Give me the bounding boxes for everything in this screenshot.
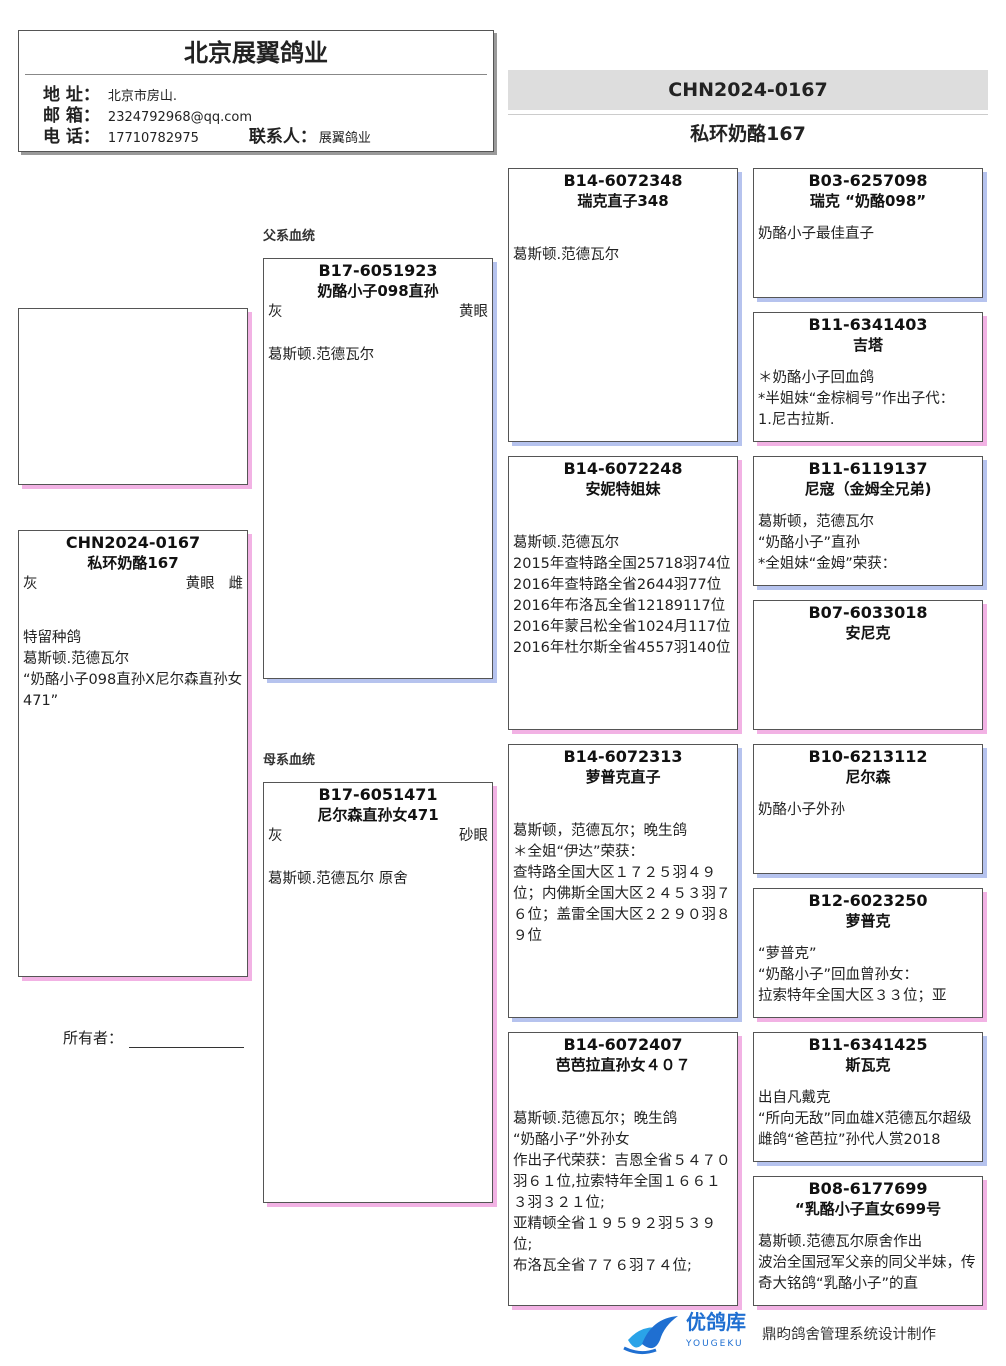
- dam-card: B17-6051471 尼尔森直孙女471 灰 砂眼 葛斯顿.范德瓦尔 原舍: [263, 782, 493, 1203]
- gp-ring: B14-6072248: [563, 459, 683, 478]
- dam-ring: B17-6051471: [318, 785, 438, 804]
- logo-en: YOUGEKU: [686, 1339, 744, 1349]
- sire-traits: 灰 黄眼: [264, 302, 492, 323]
- gp-note: 葛斯顿.范德瓦尔: [513, 247, 620, 263]
- ggp-note: 葛斯顿，范德瓦尔 “奶酪小子”直孙 *全姐妹“金姆”荣获：: [758, 514, 897, 572]
- address-label: 地 址：: [43, 85, 100, 105]
- subject-color: 灰: [23, 576, 38, 592]
- sire-name: 奶酪小子098直孙: [317, 282, 439, 300]
- great-grandparent-card: B11-6119137 尼寇（金姆全兄弟) 葛斯顿，范德瓦尔 “奶酪小子”直孙 …: [753, 456, 983, 586]
- granddam-maternal-card: B14-6072407 芭芭拉直孙女４０７ 葛斯顿.范德瓦尔；晚生鸽 “奶酪小子…: [508, 1032, 738, 1306]
- email-row: 邮 箱： 2324792968@qq.com: [43, 106, 252, 128]
- ggp-name: 瑞克 “奶酪098”: [809, 192, 927, 210]
- great-grandparent-card: B07-6033018 安尼克: [753, 600, 983, 730]
- great-grandparent-card: B10-6213112 尼尔森 奶酪小子外孙: [753, 744, 983, 874]
- subject-card: CHN2024-0167 私环奶酪167 灰 黄眼 雌 特留种鸽 葛斯顿.范德瓦…: [18, 530, 248, 977]
- ggp-ring: B12-6023250: [808, 891, 928, 910]
- granddam-paternal-card: B14-6072248 安妮特姐妹 葛斯顿.范德瓦尔 2015年查特路全国257…: [508, 456, 738, 730]
- grandsire-paternal-card: B14-6072348 瑞克直子348 葛斯顿.范德瓦尔: [508, 168, 738, 442]
- gp-ring: B14-6072313: [563, 747, 683, 766]
- subject-traits: 灰 黄眼 雌: [19, 574, 247, 595]
- logo-wordmark: 优鸽库 YOUGEKU: [686, 1311, 746, 1355]
- sire-eye: 黄眼: [459, 304, 488, 320]
- ggp-note: 出自凡戴克 “所向无敌”同血雄X范德瓦尔超级雌鸽“爸芭拉”孙代人赏2018: [758, 1090, 972, 1148]
- phone-label: 电 话：: [43, 127, 100, 147]
- logo-cn: 优鸽库: [686, 1310, 746, 1334]
- address-row: 地 址： 北京市房山.: [43, 85, 177, 107]
- ggp-ring: B11-6341425: [808, 1035, 928, 1054]
- ggp-ring: B07-6033018: [808, 603, 928, 622]
- great-grandparent-card: B11-6341425 斯瓦克 出自凡戴克 “所向无敌”同血雄X范德瓦尔超级雌鸽…: [753, 1032, 983, 1162]
- sire-card: B17-6051923 奶酪小子098直孙 灰 黄眼 葛斯顿.范德瓦尔: [263, 258, 493, 679]
- mother-line-label: 母系血统: [263, 753, 316, 768]
- sire-ring: B17-6051923: [318, 261, 438, 280]
- owner-field: 所有者：: [63, 1027, 245, 1048]
- dam-note: 葛斯顿.范德瓦尔 原舍: [268, 871, 408, 887]
- subject-eye: 黄眼: [185, 576, 215, 592]
- ggp-ring: B08-6177699: [808, 1179, 928, 1198]
- phone-value: 17710782975: [107, 131, 199, 146]
- contact-value: 展翼鸽业: [318, 131, 371, 146]
- banner-divider: [508, 114, 988, 115]
- gp-name: 安妮特姐妹: [585, 480, 661, 498]
- dam-name: 尼尔森直孙女471: [317, 806, 439, 824]
- great-grandparent-card: B08-6177699 “乳酪小子直女699号 葛斯顿.范德瓦尔原舍作出 波治全…: [753, 1176, 983, 1306]
- gp-note: 葛斯顿.范德瓦尔；晚生鸽 “奶酪小子”外孙女 作出子代荣获：吉恩全省５４７０羽６…: [513, 1111, 731, 1274]
- dam-color: 灰: [268, 828, 283, 844]
- pigeon-photo-box: [18, 308, 248, 485]
- sire-note: 葛斯顿.范德瓦尔: [268, 347, 375, 363]
- pedigree-ring-banner: CHN2024-0167: [508, 70, 988, 110]
- address-value: 北京市房山.: [107, 89, 178, 104]
- gp-name: 瑞克直子348: [577, 192, 669, 210]
- ggp-name: 尼尔森: [845, 768, 891, 786]
- grandsire-maternal-card: B14-6072313 萝普克直子 葛斯顿，范德瓦尔；晚生鸽 ＊全姐“伊达”荣获…: [508, 744, 738, 1018]
- subject-sex: 雌: [228, 576, 244, 592]
- ggp-ring: B03-6257098: [808, 171, 928, 190]
- yougeku-logo-icon: [623, 1316, 678, 1355]
- loft-title: 北京展翼鸽业: [184, 39, 328, 67]
- gp-note: 葛斯顿，范德瓦尔；晚生鸽 ＊全姐“伊达”荣获： 查特路全国大区１７２５羽４９位；…: [513, 823, 731, 944]
- ggp-name: 吉塔: [852, 336, 883, 354]
- ggp-name: 安尼克: [845, 624, 891, 642]
- sire-color: 灰: [268, 304, 283, 320]
- ggp-note: 葛斯顿.范德瓦尔原舍作出 波治全国冠军父亲的同父半妹，传奇大铭鸽“乳酪小子”的直: [758, 1234, 976, 1292]
- ggp-ring: B10-6213112: [808, 747, 928, 766]
- ggp-ring: B11-6119137: [808, 459, 928, 478]
- email-label: 邮 箱：: [43, 106, 100, 126]
- ggp-note: 奶酪小子外孙: [758, 802, 845, 818]
- subject-name: 私环奶酪167: [87, 554, 179, 572]
- ggp-ring: B11-6341403: [808, 315, 928, 334]
- footer-credit: 鼎昀鸽舍管理系统设计制作: [762, 1326, 936, 1343]
- dam-eye: 砂眼: [459, 828, 488, 844]
- gp-ring: B14-6072407: [563, 1035, 683, 1054]
- contact-label: 联系人：: [248, 127, 317, 147]
- footer: 优鸽库 YOUGEKU 鼎昀鸽舍管理系统设计制作: [622, 1308, 936, 1358]
- pedigree-subtitle: 私环奶酪167: [690, 123, 806, 145]
- owner-label: 所有者：: [63, 1029, 124, 1047]
- gp-name: 萝普克直子: [585, 768, 661, 786]
- subject-note: 特留种鸽 葛斯顿.范德瓦尔 “奶酪小子098直孙X尼尔森直孙女471”: [23, 630, 243, 709]
- loft-header-card: 北京展翼鸽业 地 址：北京市房山. 邮 箱：2324792968@qq.com …: [18, 30, 494, 152]
- owner-blank-line: [129, 1047, 245, 1048]
- subject-ring: CHN2024-0167: [65, 533, 201, 552]
- father-line-label: 父系血统: [263, 229, 316, 244]
- great-grandparent-card: B03-6257098 瑞克 “奶酪098” 奶酪小子最佳直子: [753, 168, 983, 298]
- dam-traits: 灰 砂眼: [264, 826, 492, 847]
- email-value: 2324792968@qq.com: [107, 110, 253, 125]
- gp-ring: B14-6072348: [563, 171, 683, 190]
- ggp-name: “乳酪小子直女699号: [794, 1200, 942, 1218]
- ggp-note: 奶酪小子最佳直子: [758, 226, 874, 242]
- ggp-name: 萝普克: [845, 912, 891, 930]
- ggp-name: 尼寇（金姆全兄弟): [804, 480, 932, 498]
- gp-note: 葛斯顿.范德瓦尔 2015年查特路全国25718羽74位 2016年查特路全省2…: [513, 535, 731, 656]
- ggp-note: “萝普克” “奶酪小子”回血曾孙女： 拉索特年全国大区３３位；亚: [758, 946, 947, 1004]
- gp-name: 芭芭拉直孙女４０７: [555, 1056, 691, 1074]
- ggp-note: ＊奶酪小子回血鸽 *半姐妹“金棕榈号”作出子代： 1.尼古拉斯.: [758, 370, 955, 428]
- great-grandparent-card: B12-6023250 萝普克 “萝普克” “奶酪小子”回血曾孙女： 拉索特年全…: [753, 888, 983, 1018]
- great-grandparent-card: B11-6341403 吉塔 ＊奶酪小子回血鸽 *半姐妹“金棕榈号”作出子代： …: [753, 312, 983, 442]
- ggp-name: 斯瓦克: [845, 1056, 891, 1074]
- header-divider: [25, 74, 487, 75]
- phone-row: 电 话： 17710782975 联系人：展翼鸽业: [43, 127, 371, 149]
